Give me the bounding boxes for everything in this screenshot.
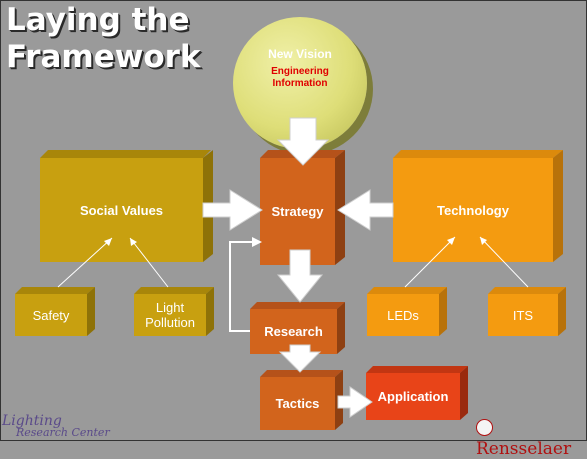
rensselaer-seal-icon xyxy=(476,419,493,436)
arrowhead-its-tech xyxy=(480,237,487,245)
arrow-technology-to-strategy xyxy=(337,189,394,231)
line-safety-to-social xyxy=(57,237,113,288)
light-pollution-box: Light Pollution xyxy=(134,287,214,336)
safety-label: Safety xyxy=(32,307,70,323)
leds-box: LEDs xyxy=(367,287,447,336)
pollution-label: Pollution xyxy=(145,315,195,330)
light-label: Light xyxy=(155,300,185,315)
lighting-research-center-logo: Lighting Research Center xyxy=(2,413,122,441)
information-label: Information xyxy=(272,78,328,89)
vision-label: New Vision xyxy=(268,47,332,61)
arrowhead-safety-social xyxy=(104,238,112,246)
application-box: Application xyxy=(366,366,468,420)
rensselaer-wordmark: Rensselaer xyxy=(476,439,572,459)
research-label: Research xyxy=(264,324,323,339)
arrow-vision-to-strategy xyxy=(276,117,330,166)
arrow-strategy-to-research xyxy=(276,249,324,303)
rensselaer-logo: Rensselaer xyxy=(476,419,587,459)
line-its-to-technology xyxy=(479,236,529,288)
application-label: Application xyxy=(377,389,449,404)
page-title: Laying the Framework xyxy=(6,2,236,76)
leds-label: LEDs xyxy=(387,307,419,323)
engineering-label: Engineering xyxy=(271,66,329,77)
arrowhead-pollution-social xyxy=(130,238,137,246)
social-values-label: Social Values xyxy=(79,202,164,218)
technology-box: Technology xyxy=(393,150,563,262)
tactics-label: Tactics xyxy=(275,396,320,411)
title-line-2: Framework xyxy=(6,39,201,75)
arrow-tactics-to-application xyxy=(337,386,373,418)
its-label: ITS xyxy=(512,307,534,323)
title-line-1: Laying the xyxy=(6,2,190,38)
feedback-arrowhead xyxy=(252,237,262,247)
connector-layer xyxy=(57,117,529,418)
light-pollution-label: Light Pollution xyxy=(145,300,195,330)
feedback-line-research-to-strategy xyxy=(229,241,258,332)
arrowhead-leds-tech xyxy=(447,237,455,245)
its-box: ITS xyxy=(488,287,566,336)
line-leds-to-technology xyxy=(404,236,456,288)
safety-box: Safety xyxy=(15,287,95,336)
logo-left-line-1: Lighting xyxy=(2,413,62,429)
arrow-research-to-tactics xyxy=(278,344,322,373)
strategy-label: Strategy xyxy=(271,204,324,219)
logo-left-line-2: Research Center xyxy=(16,426,110,439)
arrow-social-to-strategy xyxy=(202,189,263,231)
line-pollution-to-social xyxy=(129,237,169,288)
technology-label: Technology xyxy=(437,202,509,218)
